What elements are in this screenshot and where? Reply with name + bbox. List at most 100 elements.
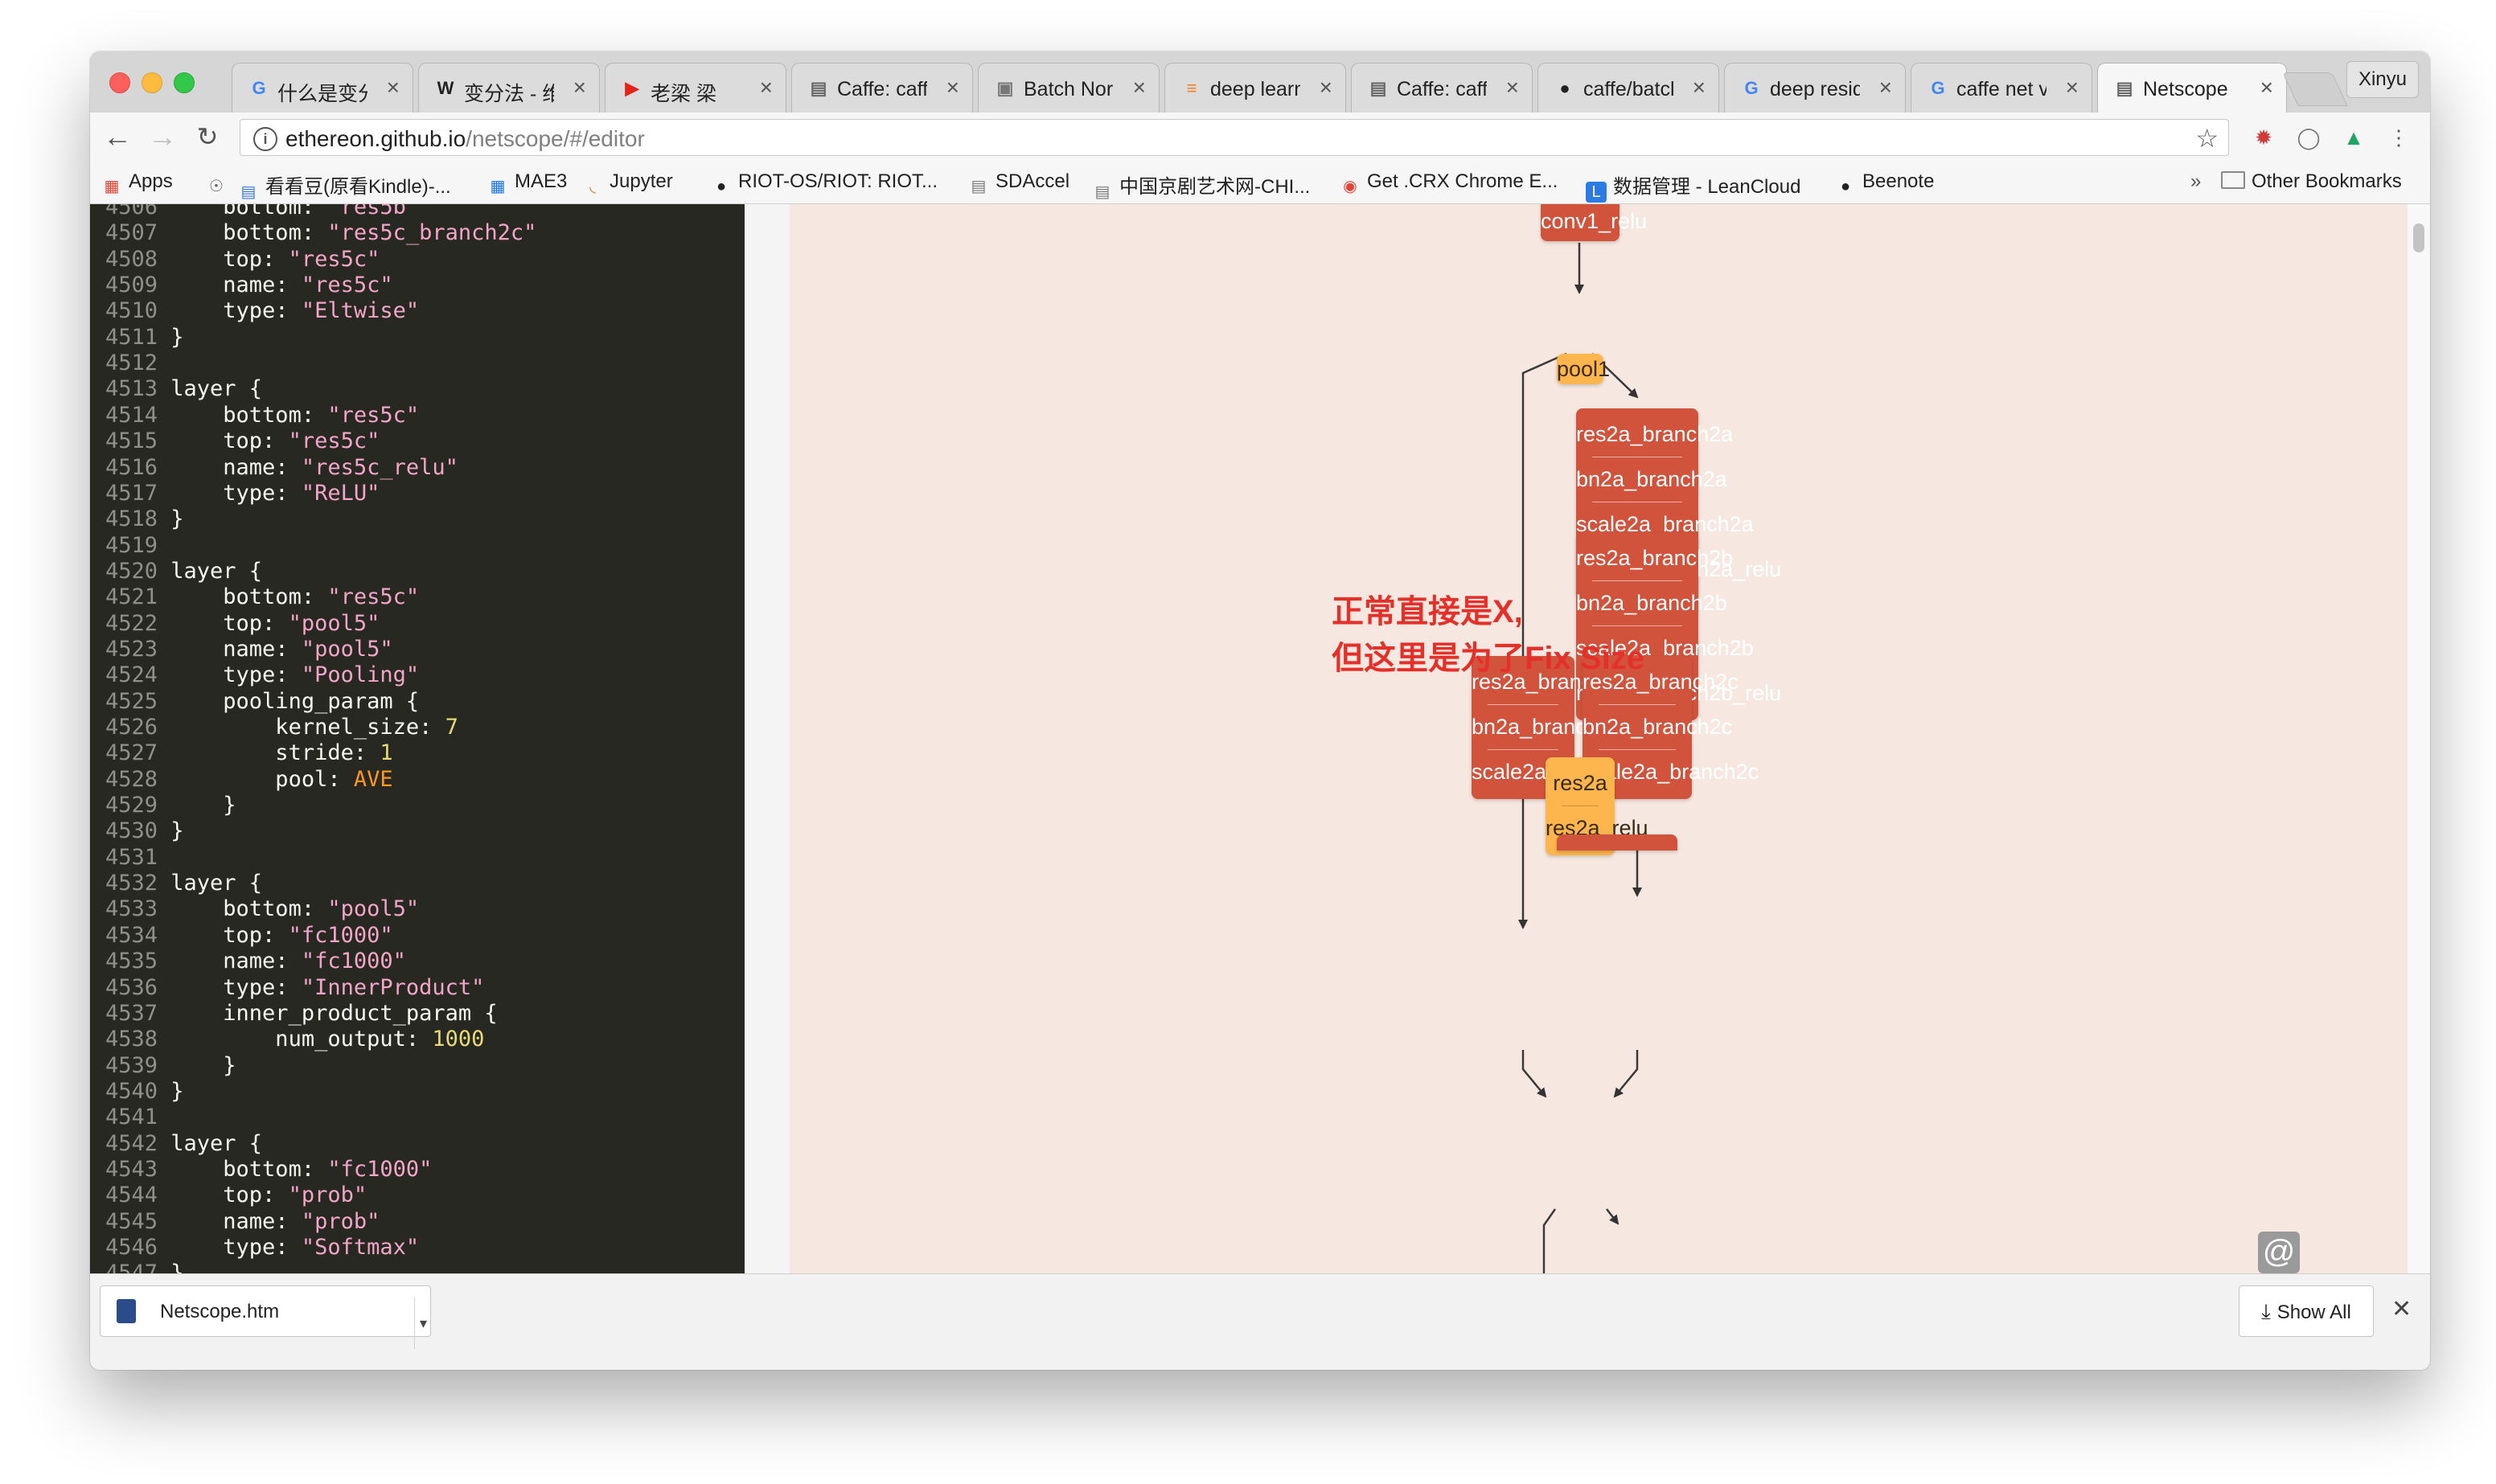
- url-path: /netscope/#/editor: [466, 126, 645, 151]
- tab[interactable]: ●caffe/batcl×: [1537, 63, 1719, 113]
- line-number: 4510: [105, 298, 158, 324]
- tab[interactable]: G什么是变分×: [232, 63, 413, 113]
- tab[interactable]: ▤Caffe: caff×: [791, 63, 973, 113]
- line-number: 4540: [105, 1078, 158, 1104]
- close-icon[interactable]: ✕: [2391, 1296, 2412, 1322]
- code-line: 4529 }: [90, 793, 236, 818]
- bookmark-item[interactable]: ◉Get .CRX Chrome E...: [1340, 170, 1558, 197]
- bookmark-item[interactable]: ☉: [206, 170, 233, 197]
- code-line: 4517 type: "ReLU": [90, 481, 380, 506]
- scrollbar-thumb[interactable]: [2413, 223, 2424, 252]
- google-drive-icon[interactable]: ▲: [2343, 125, 2364, 150]
- bookmark-item[interactable]: ▤SDAccel: [968, 170, 1069, 197]
- line-number: 4527: [105, 740, 158, 766]
- code-line: 4538 num_output: 1000: [90, 1027, 484, 1052]
- bookmark-item[interactable]: ●Beenote: [1835, 170, 1934, 197]
- close-icon[interactable]: ×: [2065, 75, 2079, 100]
- code-text: num_output: 1000: [170, 1027, 485, 1052]
- line-number: 4539: [105, 1052, 158, 1078]
- download-item[interactable]: Netscope.htm ▾: [100, 1285, 431, 1349]
- forward-icon[interactable]: →: [148, 120, 177, 153]
- tab[interactable]: ▤Caffe: caff×: [1351, 63, 1533, 113]
- code-line: 4536 type: "InnerProduct": [90, 975, 484, 1001]
- line-number: 4520: [105, 558, 158, 584]
- github-icon: ●: [1559, 78, 1570, 98]
- close-icon[interactable]: ×: [2260, 75, 2273, 100]
- line-number: 4514: [105, 402, 158, 428]
- calendar-icon: ▦: [490, 178, 506, 195]
- close-icon[interactable]: ×: [386, 75, 400, 100]
- window-minimize-button[interactable]: [142, 72, 162, 93]
- node-pool1[interactable]: pool1: [1557, 354, 1610, 384]
- tab-title: 老梁 梁: [651, 83, 716, 105]
- close-icon[interactable]: ×: [1505, 75, 1519, 100]
- bookmark-item[interactable]: ◟Jupyter: [582, 170, 673, 197]
- show-all-button[interactable]: ⤓Show All: [2239, 1285, 2374, 1337]
- code-line: 4521 bottom: "res5c": [90, 584, 419, 610]
- bookmark-item[interactable]: ●RIOT-OS/RIOT: RIOT...: [711, 170, 938, 197]
- menu-icon[interactable]: ⋮: [2388, 125, 2409, 150]
- tab[interactable]: ▶老梁 梁×: [605, 63, 786, 113]
- page-icon: ▤: [810, 78, 827, 98]
- at-sign-icon[interactable]: @: [2258, 1232, 2300, 1273]
- address-bar[interactable]: i ethereon.github.io/netscope/#/editor ☆: [240, 119, 2229, 156]
- extension-bulb-icon[interactable]: ◯: [2297, 125, 2321, 150]
- bookmark-star-icon[interactable]: ☆: [2195, 124, 2219, 153]
- bookmarks-overflow-icon[interactable]: »: [2190, 170, 2202, 192]
- page-content: 4506 bottom: "res5b"4507 bottom: "res5c_…: [90, 204, 2430, 1273]
- line-number: 4519: [105, 532, 158, 558]
- pin-icon: ☉: [209, 178, 224, 195]
- url-text[interactable]: ethereon.github.io/netscope/#/editor: [285, 126, 645, 152]
- bookmark-label: Jupyter: [610, 170, 673, 192]
- extension-bug-icon[interactable]: ✹: [2255, 125, 2272, 150]
- close-icon[interactable]: ×: [1692, 75, 1706, 100]
- lock-icon: ▣: [996, 78, 1014, 98]
- close-icon[interactable]: ×: [573, 75, 586, 100]
- code-editor[interactable]: 4506 bottom: "res5b"4507 bottom: "res5c_…: [90, 204, 745, 1273]
- code-line: 4512: [90, 351, 170, 376]
- bookmark-item[interactable]: ▦Apps: [101, 170, 173, 197]
- github-icon: ●: [1840, 178, 1851, 195]
- node-row: bn2a_branch2b: [1576, 580, 1727, 625]
- node-res2b-branch2a[interactable]: [1557, 834, 1677, 851]
- google-icon: G: [1931, 78, 1945, 98]
- bookmark-item[interactable]: ▤看看豆(原看Kindle)-...: [238, 170, 451, 203]
- other-bookmarks[interactable]: Other Bookmarks: [2221, 170, 2402, 193]
- line-number: 4507: [105, 220, 158, 246]
- code-line: 4508 top: "res5c": [90, 247, 380, 273]
- bookmark-item[interactable]: ▦MAE3: [487, 170, 568, 197]
- code-line: 4524 type: "Pooling": [90, 662, 419, 688]
- tab[interactable]: ≡deep learn×: [1164, 63, 1346, 113]
- new-tab-button[interactable]: [2282, 72, 2348, 106]
- info-icon[interactable]: i: [253, 127, 277, 151]
- line-number: 4534: [105, 922, 158, 948]
- code-text: top: "fc1000": [170, 922, 393, 948]
- close-icon[interactable]: ×: [759, 75, 773, 100]
- window-zoom-button[interactable]: [174, 72, 195, 93]
- close-icon[interactable]: ×: [1878, 75, 1892, 100]
- back-icon[interactable]: ←: [103, 120, 132, 153]
- window-close-button[interactable]: [109, 72, 130, 93]
- code-text: name: "pool5": [170, 636, 393, 662]
- url-host: ethereon.github.io: [285, 126, 466, 151]
- reload-icon[interactable]: ↻: [196, 122, 219, 151]
- close-icon[interactable]: ×: [1132, 75, 1146, 100]
- bookmark-item[interactable]: ▤中国京剧艺术网-CHI...: [1092, 170, 1311, 203]
- tab[interactable]: ▣Batch Norr×: [978, 63, 1160, 113]
- tab[interactable]: ▤Netscope×: [2097, 63, 2287, 114]
- splitter[interactable]: [745, 204, 790, 1273]
- code-line: 4511 }: [90, 325, 184, 351]
- chevron-down-icon[interactable]: ▾: [414, 1297, 432, 1349]
- profile-button[interactable]: Xinyu: [2346, 61, 2419, 98]
- node-conv1-relu[interactable]: conv1_relu: [1541, 204, 1647, 241]
- close-icon[interactable]: ×: [1319, 75, 1332, 100]
- code-text: bottom: "res5c": [170, 584, 420, 610]
- page-scrollbar[interactable]: [2408, 204, 2430, 1273]
- close-icon[interactable]: ×: [946, 75, 959, 100]
